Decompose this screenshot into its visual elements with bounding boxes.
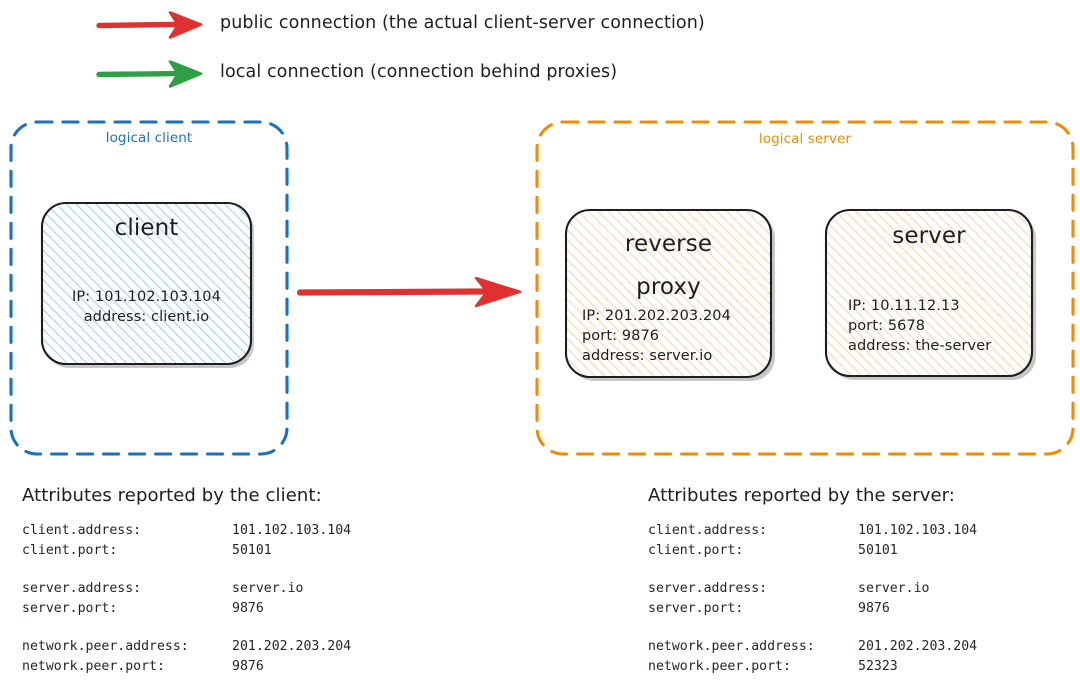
- server-attributes-block: Attributes reported by the server: clien…: [648, 487, 977, 676]
- legend-item-local: local connection (connection behind prox…: [220, 58, 617, 88]
- attribute-row: server.address: server.io: [648, 579, 977, 599]
- attribute-value: 201.202.203.204: [232, 639, 352, 654]
- server-node-shape: [824, 208, 1036, 380]
- attribute-row: network.peer.port: 9876: [22, 657, 351, 677]
- logical-client-container: [9, 120, 289, 456]
- client-node-shape: [40, 201, 254, 368]
- legend-item-public: public connection (the actual client-ser…: [220, 9, 705, 39]
- attribute-key: client.port:: [648, 542, 744, 558]
- attribute-group-spacer: [648, 560, 977, 579]
- logical-client-label: logical client: [105, 130, 193, 146]
- attribute-row: client.port: 50101: [22, 541, 351, 561]
- attribute-group-spacer: [22, 560, 351, 579]
- client-attributes-heading: Attributes reported by the client:: [22, 485, 322, 506]
- attribute-value: 9876: [858, 600, 890, 616]
- attribute-value: 50101: [232, 542, 272, 558]
- attribute-key: network.peer.address:: [22, 639, 189, 654]
- attribute-value: 9876: [232, 600, 264, 616]
- attribute-value: 50101: [858, 542, 898, 558]
- legend-label-local: local connection (connection behind prox…: [220, 62, 618, 83]
- public-connection-arrow: [296, 276, 522, 308]
- attribute-value: 52323: [858, 658, 898, 674]
- attribute-key: client.port:: [22, 542, 118, 558]
- attribute-group-spacer: [648, 618, 977, 637]
- attribute-row: client.address: 101.102.103.104: [22, 521, 351, 541]
- attribute-row: client.port: 50101: [648, 541, 977, 561]
- client-attributes-block: Attributes reported by the client: clien…: [22, 487, 351, 676]
- attribute-key: network.peer.port:: [648, 658, 791, 674]
- attribute-row: client.address: 101.102.103.104: [648, 521, 977, 541]
- attribute-key: client.address:: [648, 523, 768, 538]
- attribute-row: network.peer.port: 52323: [648, 657, 977, 677]
- attribute-row: network.peer.address: 201.202.203.204: [648, 637, 977, 657]
- legend-label-public: public connection (the actual client-ser…: [220, 13, 705, 34]
- reverse-proxy-node-shape: [564, 208, 775, 381]
- red-arrow-icon: [96, 11, 203, 39]
- attribute-key: server.port:: [648, 600, 744, 616]
- attribute-value: server.io: [858, 581, 930, 596]
- attribute-key: server.address:: [22, 581, 142, 596]
- attribute-row: network.peer.address: 201.202.203.204: [22, 637, 351, 657]
- server-attributes-heading: Attributes reported by the server:: [648, 485, 955, 506]
- attribute-value: server.io: [232, 581, 304, 596]
- attribute-row: server.port: 9876: [648, 599, 977, 619]
- attribute-key: client.address:: [22, 523, 142, 538]
- attribute-row: server.port: 9876: [22, 599, 351, 619]
- green-arrow-icon: [96, 60, 203, 88]
- server-attributes-table: client.address: 101.102.103.104 client.por…: [648, 521, 977, 676]
- attribute-value: 201.202.203.204: [858, 639, 978, 654]
- attribute-value: 101.102.103.104: [232, 523, 352, 538]
- attribute-key: server.address:: [648, 581, 768, 596]
- logical-server-label: logical server: [758, 131, 852, 147]
- client-attributes-table: client.address: 101.102.103.104 client.por…: [22, 521, 351, 676]
- attribute-value: 101.102.103.104: [858, 523, 978, 538]
- attribute-value: 9876: [232, 658, 264, 674]
- attribute-row: server.address: server.io: [22, 579, 351, 599]
- attribute-key: network.peer.port:: [22, 658, 165, 674]
- logical-server-container: [535, 120, 1075, 456]
- attribute-group-spacer: [22, 618, 351, 637]
- attribute-key: server.port:: [22, 600, 118, 616]
- attribute-key: network.peer.address:: [648, 639, 815, 654]
